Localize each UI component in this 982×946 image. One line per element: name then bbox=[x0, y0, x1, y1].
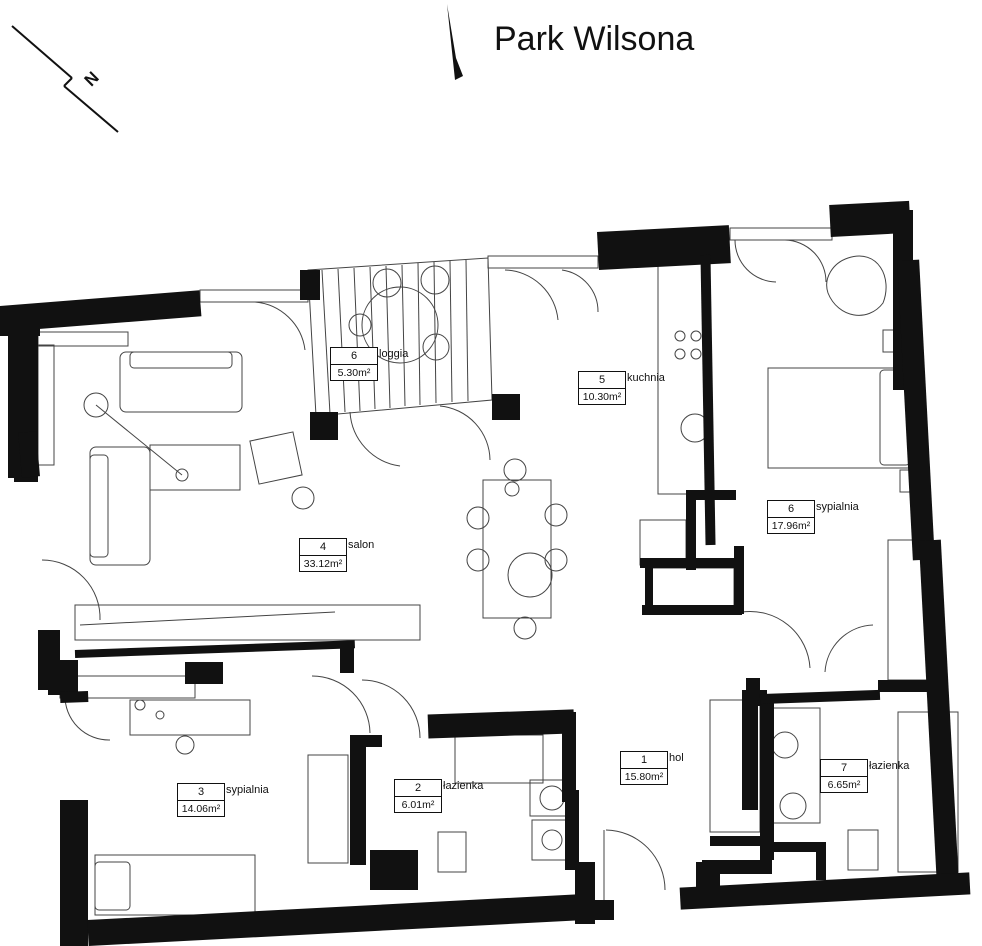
north-arrow-icon: N bbox=[11, 25, 119, 133]
room-name: łazienka bbox=[869, 760, 910, 772]
room-name: hol bbox=[669, 752, 684, 764]
room-area: 6.65m² bbox=[827, 779, 861, 791]
room-number: 1 bbox=[621, 752, 667, 769]
room-label-salon: 4 33.12m² salon bbox=[299, 538, 374, 572]
room-name: łazienka bbox=[443, 780, 484, 792]
room-area: 17.96m² bbox=[771, 520, 811, 532]
room-label-lazienka-2: 2 6.01m² łazienka bbox=[394, 779, 483, 813]
room-name: loggia bbox=[379, 348, 409, 360]
room-area: 6.01m² bbox=[401, 799, 435, 811]
room-label-hol: 1 15.80m² hol bbox=[620, 751, 684, 785]
room-number: 7 bbox=[821, 760, 867, 777]
walls bbox=[0, 200, 971, 946]
room-area: 15.80m² bbox=[624, 771, 664, 783]
room-area: 10.30m² bbox=[582, 391, 622, 403]
room-label-lazienka-7: 7 6.65m² łazienka bbox=[820, 759, 909, 793]
room-number: 4 bbox=[300, 539, 346, 556]
room-name: kuchnia bbox=[627, 372, 665, 384]
room-name: salon bbox=[348, 539, 375, 551]
room-number: 6 bbox=[768, 501, 814, 518]
north-label: N bbox=[81, 68, 103, 90]
room-label-sypialnia-3: 3 14.06m² sypialnia bbox=[177, 783, 269, 817]
room-label-kuchnia: 5 10.30m² kuchnia bbox=[578, 371, 665, 405]
room-number: 6 bbox=[331, 348, 377, 365]
room-area: 33.12m² bbox=[303, 558, 343, 570]
room-area: 5.30m² bbox=[337, 367, 371, 379]
room-number: 3 bbox=[178, 784, 224, 801]
room-number: 5 bbox=[579, 372, 625, 389]
room-label-loggia: 6 5.30m² loggia bbox=[330, 347, 408, 381]
room-area: 14.06m² bbox=[181, 803, 221, 815]
room-name: sypialnia bbox=[816, 501, 859, 513]
room-number: 2 bbox=[395, 780, 441, 797]
fixtures bbox=[37, 227, 959, 916]
room-label-sypialnia-6: 6 17.96m² sypialnia bbox=[767, 500, 859, 534]
room-name: sypialnia bbox=[226, 784, 269, 796]
park-pointer-icon bbox=[447, 4, 463, 80]
park-wilsona-label: Park Wilsona bbox=[494, 20, 695, 58]
